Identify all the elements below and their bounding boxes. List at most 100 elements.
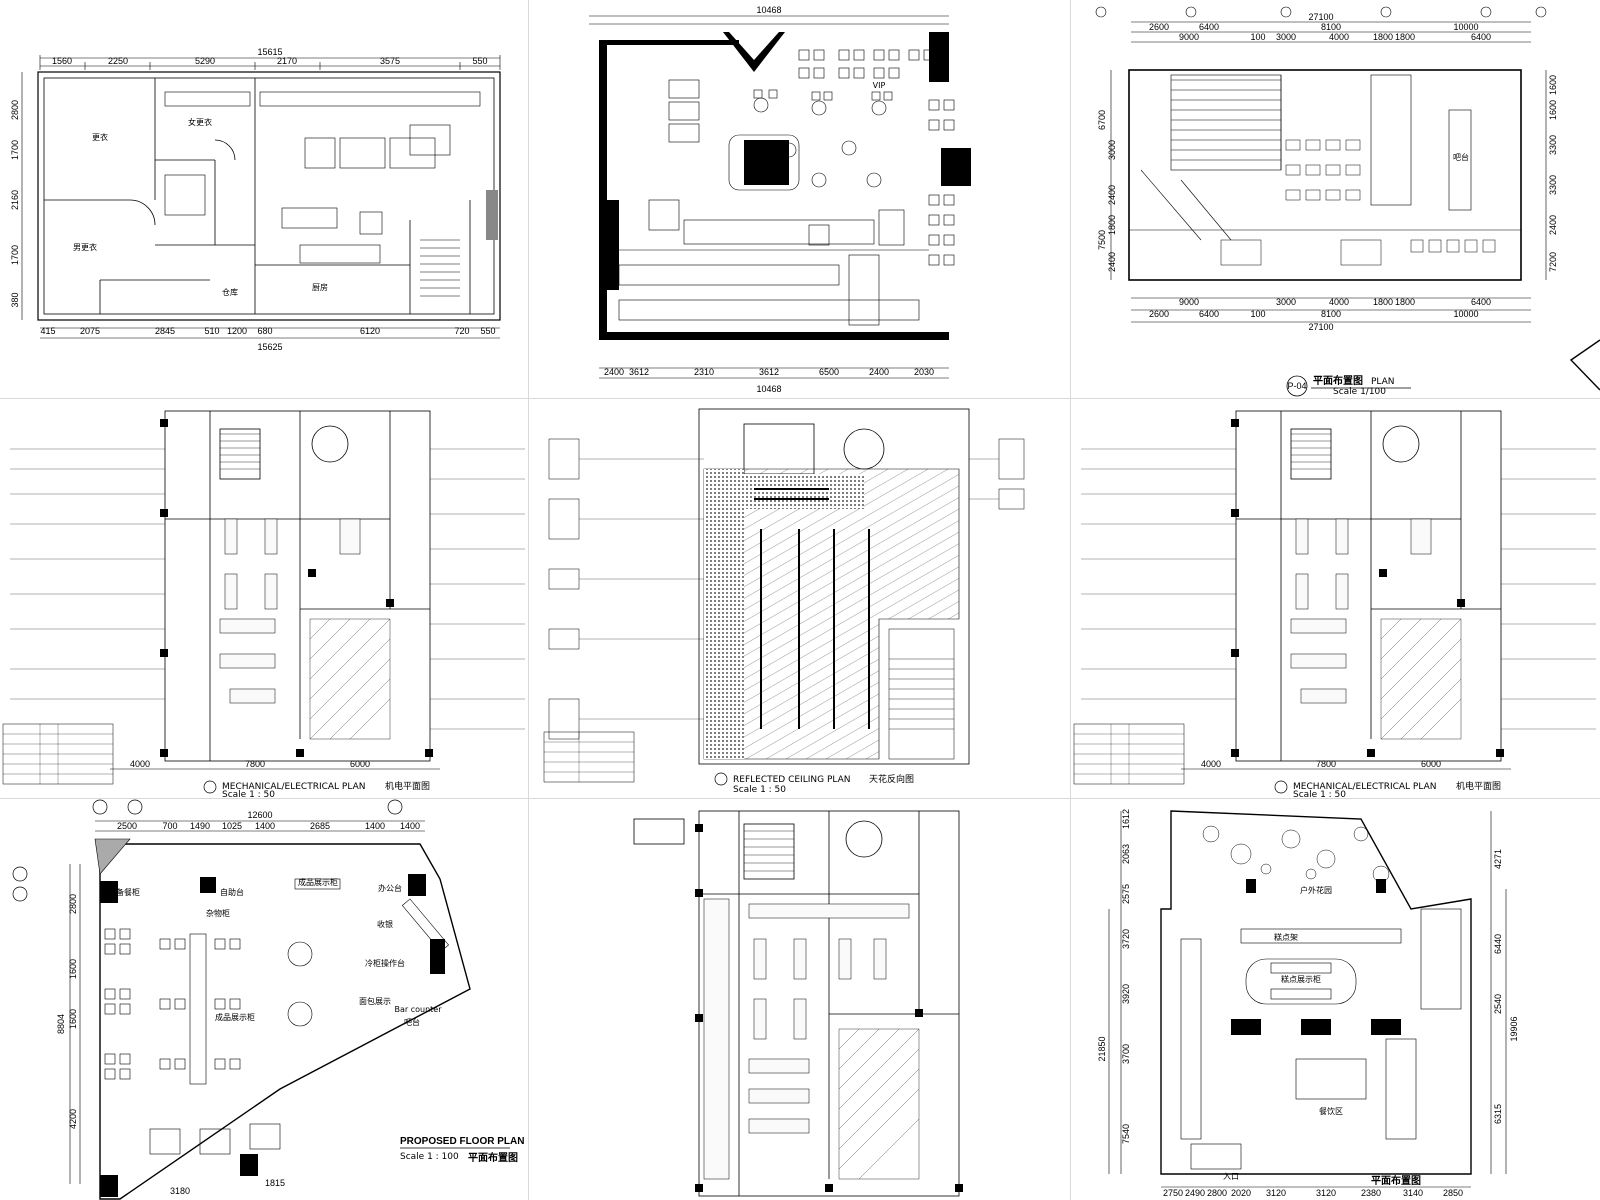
dim-label: 6700 xyxy=(1097,110,1107,130)
dim-label: 1800 xyxy=(1373,32,1393,42)
dim-label: 2380 xyxy=(1361,1188,1381,1198)
dim-label: 2750 xyxy=(1163,1188,1183,1198)
dim-label: 3000 xyxy=(1276,32,1296,42)
dim-label: 2500 xyxy=(117,821,137,831)
dim-total-top: 15615 xyxy=(257,47,282,57)
room-label: 吧台 xyxy=(404,1017,420,1027)
dim-label: 4271 xyxy=(1493,849,1503,869)
plan-title-en: MECHANICAL/ELECTRICAL PLAN xyxy=(222,782,365,792)
dim-label: 6500 xyxy=(819,367,839,377)
room-label: 入口 xyxy=(1223,1172,1239,1181)
dim-label: 6400 xyxy=(1471,32,1491,42)
room-label: 女更衣 xyxy=(188,117,212,127)
floor-plan-1-drawing: 15615 1560 2250 5290 2170 3575 550 xyxy=(10,47,501,352)
dim-label: 1200 xyxy=(227,326,247,336)
plan-title-en: MECHANICAL/ELECTRICAL PLAN xyxy=(1293,782,1436,792)
dim-label: 1700 xyxy=(10,140,20,160)
plan-title-cn: 机电平面图 xyxy=(1456,780,1501,792)
room-label: 仓库 xyxy=(222,287,238,297)
room-label: 办公台 xyxy=(378,883,402,893)
dim-label: 2400 xyxy=(1107,252,1117,272)
dim-label: 2400 xyxy=(1548,215,1558,235)
floor-plan-2-drawing: 10468 xyxy=(589,5,971,394)
dim-label: 2685 xyxy=(310,821,330,831)
dim-label: 2075 xyxy=(80,326,100,336)
room-label: 收银 xyxy=(377,919,393,929)
dim-label: 3000 xyxy=(1276,297,1296,307)
floor-plan-tile-8 xyxy=(529,799,1070,1200)
dim-total-bottom: 10468 xyxy=(756,384,781,394)
dim-label: 6000 xyxy=(350,759,370,769)
dim-label: 7500 xyxy=(1097,230,1107,250)
dim-total-left: 21850 xyxy=(1097,1036,1107,1061)
floor-plan-tile-2: 10468 xyxy=(529,0,1070,398)
room-label: 面包展示 xyxy=(359,996,391,1006)
dim-label: 1612 xyxy=(1121,809,1131,829)
dim-total-left: 8804 xyxy=(56,1014,66,1034)
plan-scale: Scale 1 : 100 xyxy=(400,1152,459,1162)
dim-label: 3120 xyxy=(1316,1188,1336,1198)
dim-label: 1025 xyxy=(222,821,242,831)
dim-label: 6315 xyxy=(1493,1104,1503,1124)
dim-label: 1800 xyxy=(1107,215,1117,235)
dim-label: 3700 xyxy=(1121,1044,1131,1064)
sheet-number: P-04 xyxy=(1287,381,1306,391)
dim-label: 680 xyxy=(257,326,272,336)
dim-label: 6400 xyxy=(1471,297,1491,307)
dim-label: 3000 xyxy=(1107,140,1117,160)
dim-label: 1600 xyxy=(1548,100,1558,120)
dim-label: 3300 xyxy=(1548,135,1558,155)
dim-label: 2800 xyxy=(1207,1188,1227,1198)
dim-label: 2063 xyxy=(1121,844,1131,864)
dim-label: 2540 xyxy=(1493,994,1503,1014)
dim-total-bottom: 15625 xyxy=(257,342,282,352)
dim-label: 1400 xyxy=(400,821,420,831)
room-label: 更衣 xyxy=(92,132,108,142)
room-label: 厨房 xyxy=(312,282,328,292)
plan-title-cn: 平面布置图 xyxy=(1313,374,1363,387)
room-label: 展示柜 xyxy=(1304,1023,1328,1033)
electrical-plan-tile-4: 4000 7800 6000 MECHANICAL/ELECTRICAL PLA… xyxy=(0,399,528,798)
dining-tables xyxy=(753,89,893,188)
dim-label: 4000 xyxy=(130,759,150,769)
dining-tables xyxy=(1220,139,1496,266)
dim-label: 550 xyxy=(472,56,487,66)
dim-label: 6440 xyxy=(1493,934,1503,954)
dim-total-top: 27100 xyxy=(1308,12,1333,22)
plan-title-en: REFLECTED CEILING PLAN xyxy=(733,775,850,785)
dim-total-top: 10468 xyxy=(756,5,781,15)
dim-label: 700 xyxy=(162,821,177,831)
dim-label: 2030 xyxy=(914,367,934,377)
north-arrow-icon xyxy=(1569,339,1600,391)
dim-label: 1800 xyxy=(1395,297,1415,307)
plan-title-en: PROPOSED FLOOR PLAN xyxy=(400,1136,524,1147)
dim-label: 1600 xyxy=(68,959,78,979)
dim-label: 7800 xyxy=(1316,759,1336,769)
dim-label: 1560 xyxy=(52,56,72,66)
room-label: 糕点架 xyxy=(1274,932,1298,942)
ceiling-plan-5-drawing: REFLECTED CEILING PLAN 天花反向图 Scale 1 : 5… xyxy=(543,408,1025,795)
dim-label: 510 xyxy=(204,326,219,336)
dim-label: 8100 xyxy=(1321,309,1341,319)
dim-label: 6120 xyxy=(360,326,380,336)
dim-label: 7200 xyxy=(1548,252,1558,272)
plan-scale: Scale 1 : 50 xyxy=(733,785,786,795)
dim-label: 720 xyxy=(454,326,469,336)
plan-title-en: PLAN xyxy=(1371,377,1395,387)
dim-label: 2310 xyxy=(694,367,714,377)
dim-label: 10000 xyxy=(1453,309,1478,319)
dim-label: 550 xyxy=(480,326,495,336)
dim-label: 100 xyxy=(1250,309,1265,319)
room-label: 餐饮区 xyxy=(1319,1106,1343,1116)
dim-label: 4000 xyxy=(1201,759,1221,769)
dim-label: 2800 xyxy=(10,100,20,120)
dim-label: 1600 xyxy=(68,1009,78,1029)
dim-label: 1490 xyxy=(190,821,210,831)
floor-plan-8-drawing xyxy=(633,810,963,1197)
electrical-plan-4-drawing: 4000 7800 6000 MECHANICAL/ELECTRICAL PLA… xyxy=(2,410,525,798)
plan-title-cn: 平面布置图 xyxy=(1371,1174,1421,1187)
plan-scale: Scale 1/100 xyxy=(1333,387,1386,397)
dim-label: 2400 xyxy=(604,367,624,377)
room-label: 男更衣 xyxy=(73,242,97,252)
room-label: 展示柜 xyxy=(1234,1023,1258,1033)
